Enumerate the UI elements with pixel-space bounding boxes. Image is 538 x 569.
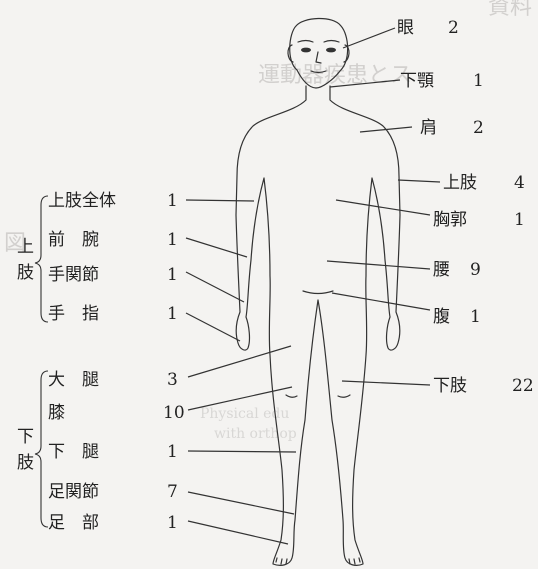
body-outline [235,85,401,566]
label-lower-back: 腰 [433,260,450,280]
leader-lines [185,27,441,545]
label-jaw: 下顎 [400,71,434,91]
count-lower-back: 9 [470,260,481,280]
count-whole-upper-limb: 1 [167,191,178,211]
label-foot: 足 部 [48,513,99,533]
right-toes [348,557,361,565]
count-jaw: 1 [473,71,484,91]
count-shoulder: 2 [473,118,484,138]
group-upper-limb-char-2: 肢 [17,263,34,283]
leader-forearm [185,237,248,258]
leader-shoulder [359,126,413,133]
right-eye [326,47,336,53]
face [297,39,340,74]
leader-thigh [187,345,292,378]
label-wrist: 手関節 [48,265,99,285]
label-shoulder: 肩 [420,118,437,138]
count-forearm: 1 [167,230,178,250]
count-eye: 2 [448,18,459,38]
bleed-heading: 運動器疾患とス [258,63,412,88]
group-lower-limb-char-2: 肢 [17,453,34,473]
upper-limb-labels: 上肢全体 1 前 腕 1 手関節 1 手 指 1 [48,191,178,324]
mouth [310,70,327,74]
label-knee: 膝 [48,403,65,423]
count-ankle: 7 [167,482,178,502]
right-ear [343,44,350,63]
right-labels: 眼 2 下顎 1 肩 2 上肢 4 胸郭 1 腰 9 腹 1 下肢 22 [397,18,534,396]
count-wrist: 1 [167,265,178,285]
label-upper-limb: 上肢 [443,173,477,193]
group-lower-limb: 下 肢 [17,427,34,473]
upper-limb-brace [34,195,49,323]
leader-lower-back [326,260,431,270]
left-eye [301,47,311,53]
right-knee-mark [337,394,351,398]
leader-whole-upper-limb [185,199,255,202]
label-finger: 手 指 [48,304,99,324]
group-lower-limb-char-1: 下 [17,427,34,447]
leader-lower-leg [187,450,297,453]
human-figure [235,17,401,566]
count-foot: 1 [167,513,178,533]
count-abdomen: 1 [470,307,481,327]
group-upper-limb-char-1: 上 [17,237,34,257]
count-lower-leg: 1 [167,442,178,462]
count-finger: 1 [167,304,178,324]
leader-jaw [329,79,401,88]
group-upper-limb: 上 肢 [17,237,34,283]
left-ear [287,44,294,63]
count-chest: 1 [514,210,525,230]
label-eye: 眼 [397,18,414,38]
leader-abdomen [331,292,431,311]
bleed-mid-line-1: Physical edu [200,406,289,422]
leader-ankle [187,491,295,515]
count-lower-limb: 22 [512,376,534,396]
count-knee: 10 [163,403,185,423]
leader-foot [187,520,289,545]
groin-line [302,290,334,295]
leader-chest [335,199,431,216]
label-forearm: 前 腕 [48,230,99,250]
leader-upper-limb [397,179,441,183]
label-lower-leg: 下 腿 [48,442,99,462]
bleed-left-fragment: 図 [4,231,26,256]
leader-lower-limb [341,380,431,386]
leader-wrist [185,271,245,303]
left-knee-mark [285,394,298,398]
label-ankle: 足関節 [48,482,99,502]
lower-limb-labels: 大 腿 3 膝 10 下 腿 1 足関節 7 足 部 1 [48,370,185,533]
label-whole-upper-limb: 上肢全体 [48,191,116,211]
leader-eye [342,27,396,49]
label-abdomen: 腹 [433,307,450,327]
label-chest: 胸郭 [433,210,467,230]
leader-finger [185,312,241,342]
count-thigh: 3 [167,370,178,390]
label-lower-limb: 下肢 [433,376,467,396]
label-thigh: 大 腿 [48,370,99,390]
leader-knee [187,386,293,411]
bleed-mid-line-2: with orthop [214,426,297,442]
bleed-top-right: 資料 [488,0,532,20]
lower-limb-brace [34,370,49,528]
bleed-through-text: 資料 運動器疾患とス 図 Physical edu with orthop [4,0,532,442]
count-upper-limb: 4 [514,173,525,193]
left-toes [275,557,288,565]
